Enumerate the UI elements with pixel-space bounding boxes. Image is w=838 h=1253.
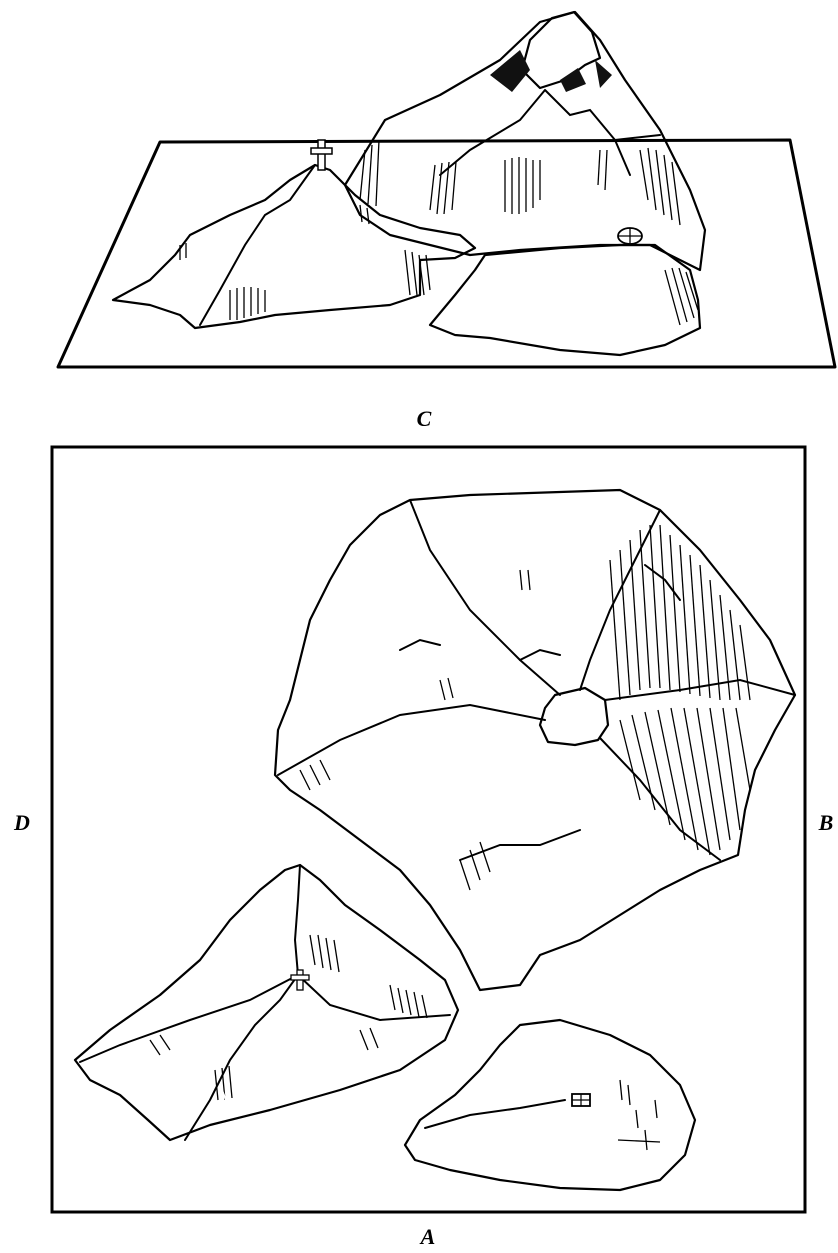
perspective-view — [58, 12, 835, 367]
map-hut-icon — [572, 1094, 590, 1106]
map-frame — [52, 447, 805, 1212]
perspective-hut-icon — [618, 228, 642, 244]
map-view — [52, 447, 805, 1212]
label-d: D — [13, 810, 30, 835]
perspective-base-plane — [58, 140, 835, 367]
label-a: A — [419, 1224, 436, 1249]
perspective-peak-rocks — [490, 50, 612, 92]
perspective-snow-cap — [522, 12, 600, 88]
label-b: B — [818, 810, 834, 835]
label-c: C — [417, 406, 432, 431]
